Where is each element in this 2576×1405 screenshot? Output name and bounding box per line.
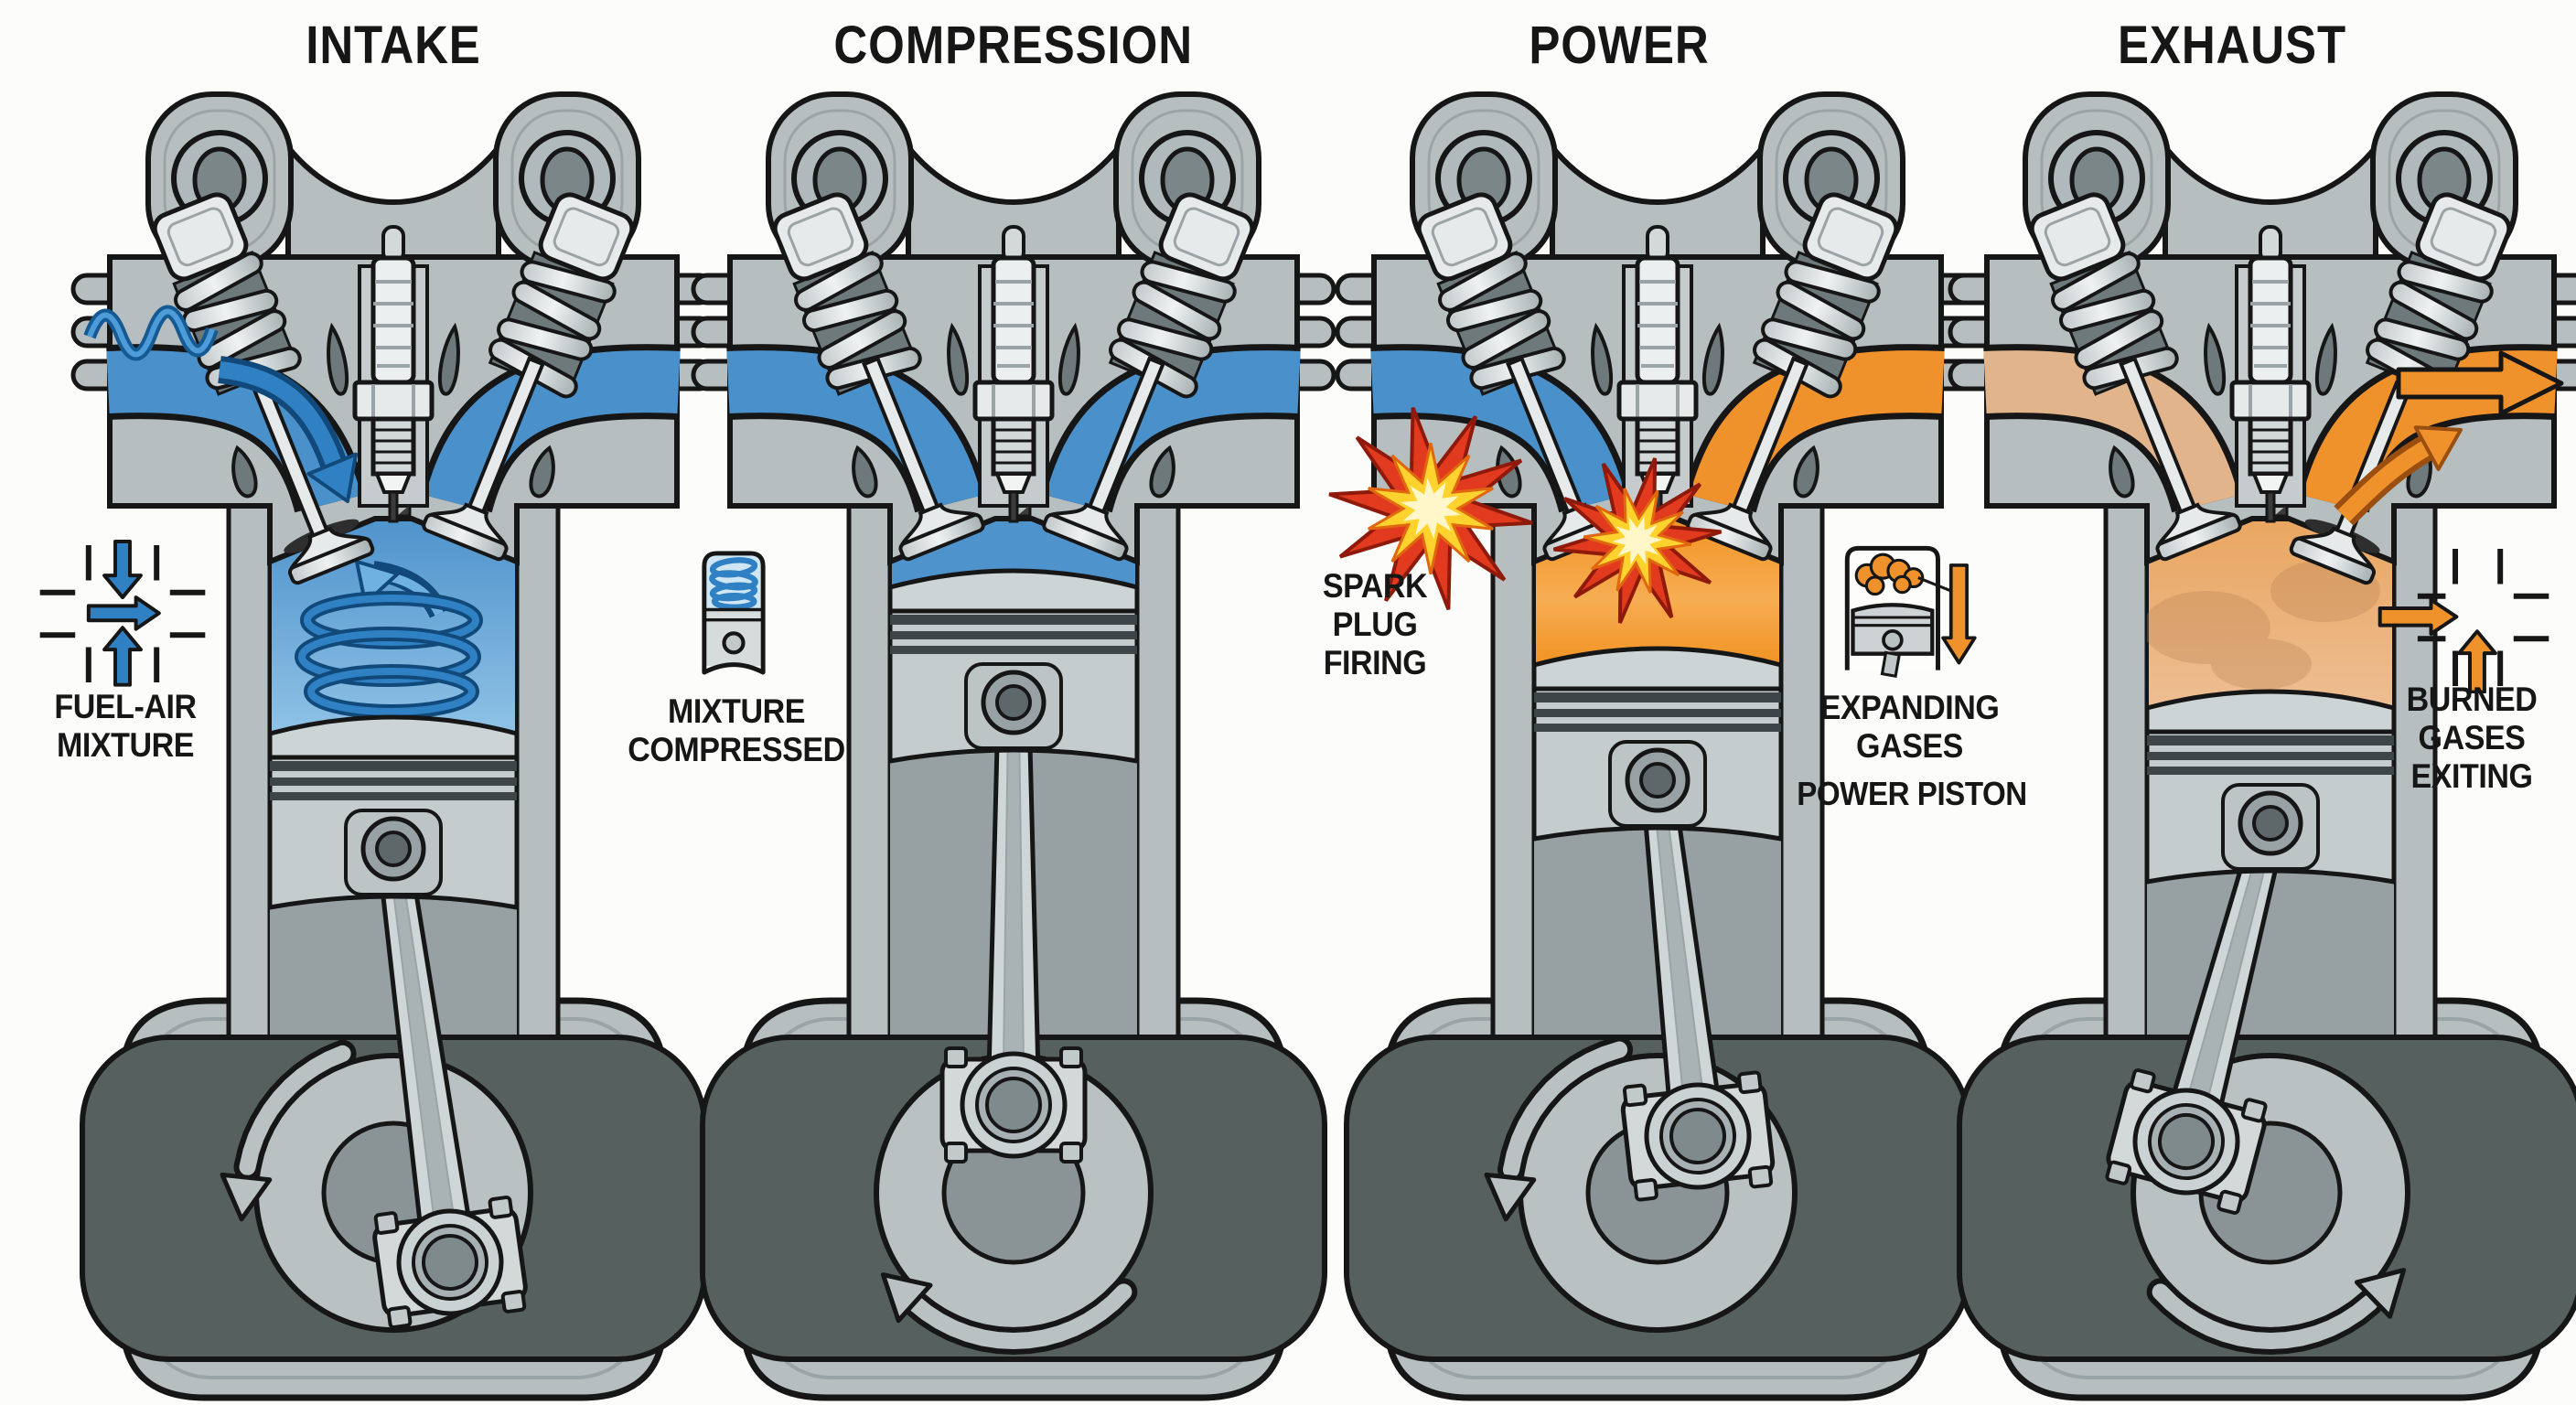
engine-intake-cutaway bbox=[70, 79, 778, 1405]
burned-gases-exiting-label: BURNED GASES EXITING bbox=[2406, 681, 2538, 795]
intake-valve bbox=[772, 192, 985, 562]
exhaust-outflow-arrows bbox=[2334, 350, 2564, 526]
burned-gases-arrows-icon bbox=[2377, 548, 2549, 693]
piston bbox=[2144, 689, 2397, 885]
expanding-gases-piston-icon bbox=[1844, 545, 1977, 678]
stage-title-exhaust: EXHAUST bbox=[2117, 16, 2347, 75]
piston bbox=[887, 568, 1140, 764]
intake-valve bbox=[2029, 192, 2242, 562]
spark-plug bbox=[972, 225, 1055, 523]
exhaust-valve bbox=[422, 192, 635, 562]
engine-exhaust-cutaway bbox=[1948, 79, 2576, 1405]
spark-plug bbox=[1616, 225, 1699, 523]
connecting-rod bbox=[2105, 821, 2287, 1215]
crank-rotation-arrow bbox=[1484, 1035, 1634, 1222]
power-piston-label: POWER PISTON bbox=[1797, 775, 2027, 812]
crank-rotation-arrow bbox=[220, 1039, 357, 1222]
stage-title-power: POWER bbox=[1529, 16, 1710, 75]
exhaust-valve bbox=[2289, 192, 2512, 585]
exhaust-valve bbox=[1042, 192, 1255, 562]
intake-valve bbox=[1416, 192, 1629, 562]
mixture-swirl bbox=[295, 560, 483, 719]
stage-title-intake: INTAKE bbox=[306, 16, 481, 75]
spark-burst bbox=[1328, 406, 1533, 611]
spark-burst bbox=[1552, 457, 1723, 624]
exhaust-valve bbox=[1686, 192, 1899, 562]
intake-valve bbox=[152, 192, 375, 585]
spark-plug-firing-label: SPARK PLUG FIRING bbox=[1322, 567, 1428, 681]
connecting-rod bbox=[372, 849, 528, 1329]
compressed-mixture-piston-icon bbox=[702, 551, 766, 675]
fuel-air-inflow-arrow bbox=[83, 305, 359, 503]
crank-rotation-arrow bbox=[880, 1272, 1138, 1356]
fuel-air-mixing-arrows-icon bbox=[39, 539, 206, 687]
fuel-air-mixture-label: FUEL-AIR MIXTURE bbox=[54, 688, 197, 764]
mixture-compressed-label: MIXTURE COMPRESSED bbox=[628, 692, 845, 768]
piston bbox=[1531, 646, 1784, 842]
engine-power-cutaway bbox=[1328, 79, 2042, 1405]
stage-title-compression: COMPRESSION bbox=[833, 16, 1193, 75]
connecting-rod bbox=[1620, 781, 1776, 1202]
connecting-rod bbox=[939, 705, 1088, 1164]
spark-plug bbox=[2229, 225, 2312, 523]
engine-compression-cutaway bbox=[691, 79, 1398, 1405]
expanding-gases-label: EXPANDING GASES bbox=[1819, 689, 2000, 765]
piston bbox=[267, 714, 520, 910]
crank-rotation-arrow bbox=[2146, 1268, 2407, 1356]
spark-plug bbox=[352, 225, 435, 523]
